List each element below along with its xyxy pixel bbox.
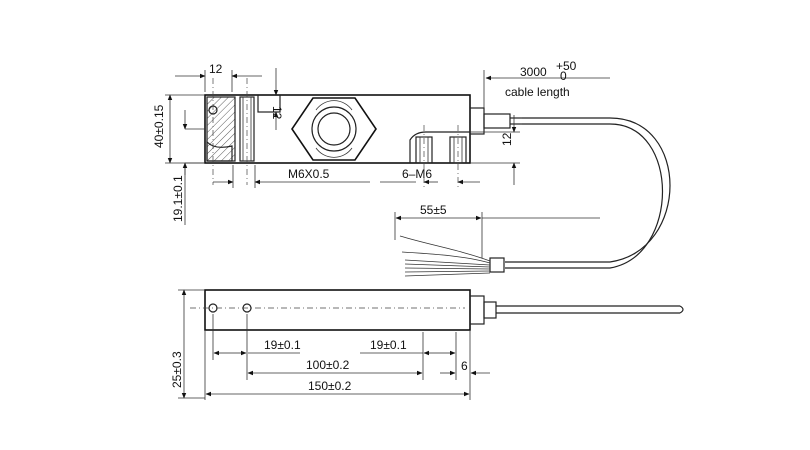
plan-hole-span-label: 100±0.2	[306, 358, 350, 372]
load-cell-body	[204, 94, 471, 164]
dim-right-height: 12	[500, 132, 514, 146]
cable-gland	[469, 107, 485, 135]
plan-total-label: 150±0.2	[308, 379, 352, 393]
hex-inner-circle	[311, 106, 357, 152]
cable-length-label: cable length	[505, 85, 570, 99]
thread-center-label: M6X0.5	[288, 167, 330, 181]
top-view: 12 12 40±0.15 19.1±0.1 M6X0.5 6–M6	[152, 62, 522, 225]
bottom-view: 25±0.3 19±0.1 19±0.1 100±0.2 6 150±0.2	[170, 289, 684, 400]
cable-curve	[505, 117, 671, 263]
cable-sleeve	[489, 257, 505, 273]
plan-edge-label: 6	[461, 359, 468, 373]
plan-hole-right-label: 19±0.1	[370, 338, 407, 352]
cable-length-tol-lower: 0	[560, 69, 567, 83]
strip-length-label: 55±5	[420, 203, 447, 217]
cable: 3000 +50 0 cable length 55±5	[394, 59, 671, 277]
plan-width-label: 25±0.3	[170, 351, 184, 388]
dim-height: 40±0.15	[152, 104, 166, 148]
dim-offset: 19.1±0.1	[171, 175, 185, 222]
hex-gauge	[291, 97, 377, 161]
cable-length-tol-upper: +50	[556, 59, 577, 73]
cable-length-value: 3000	[520, 65, 547, 79]
thread-holes-label: 6–M6	[402, 167, 432, 181]
dim-top-width: 12	[209, 62, 223, 76]
plan-hole-left-label: 19±0.1	[264, 338, 301, 352]
dim-top-small: 12	[270, 106, 284, 120]
left-hole-hatch	[207, 97, 235, 161]
plan-body	[204, 289, 471, 331]
